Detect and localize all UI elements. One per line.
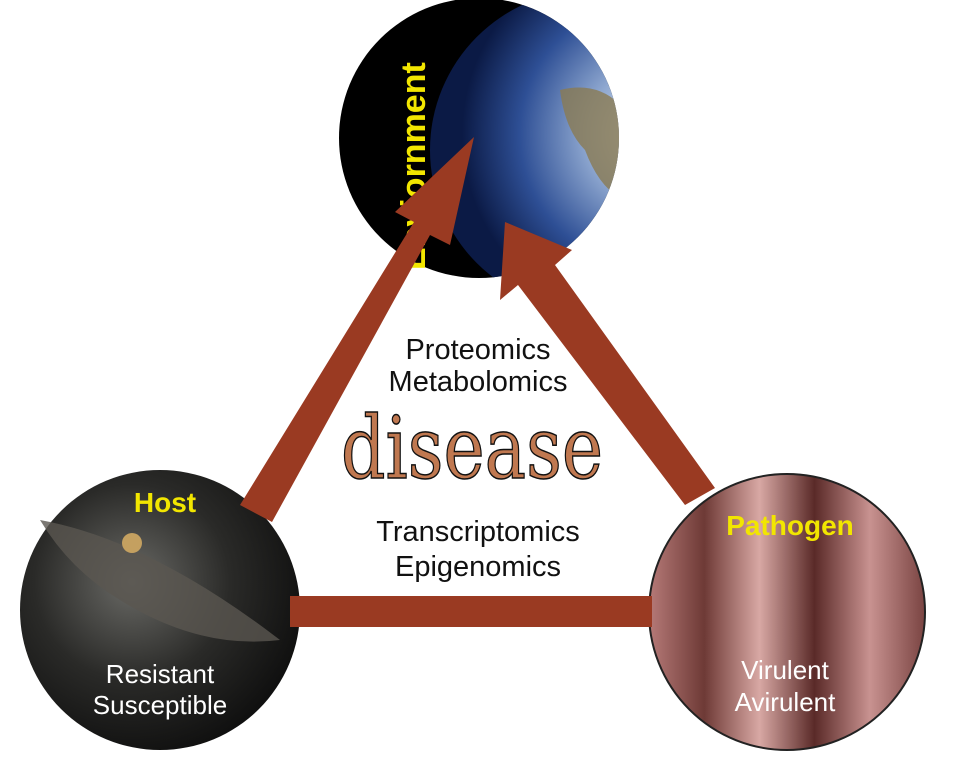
host-to-environment-arrow: [240, 137, 474, 522]
host-node: Host Resistant Susceptible: [20, 470, 300, 750]
center-transcriptomics: Transcriptomics: [376, 516, 580, 548]
center-epigenomics: Epigenomics: [395, 551, 561, 583]
fish-shape: [40, 520, 280, 642]
disease-word: disease: [341, 399, 603, 499]
pathogen-label: Pathogen: [726, 510, 854, 541]
earth-image: [430, 0, 619, 278]
host-pathogen-bar: [290, 596, 652, 627]
pathogen-state-virulent: Virulent: [741, 655, 829, 685]
fish-eye: [122, 533, 142, 553]
pathogen-to-environment-arrow: [500, 222, 715, 505]
host-state-susceptible: Susceptible: [93, 690, 227, 720]
pathogen-state-avirulent: Avirulent: [735, 687, 836, 717]
pathogen-node: Pathogen Virulent Avirulent: [648, 473, 926, 751]
center-metabolomics: Metabolomics: [389, 366, 568, 398]
host-label: Host: [134, 487, 196, 518]
center-proteomics: Proteomics: [405, 334, 550, 366]
host-state-resistant: Resistant: [106, 659, 215, 689]
